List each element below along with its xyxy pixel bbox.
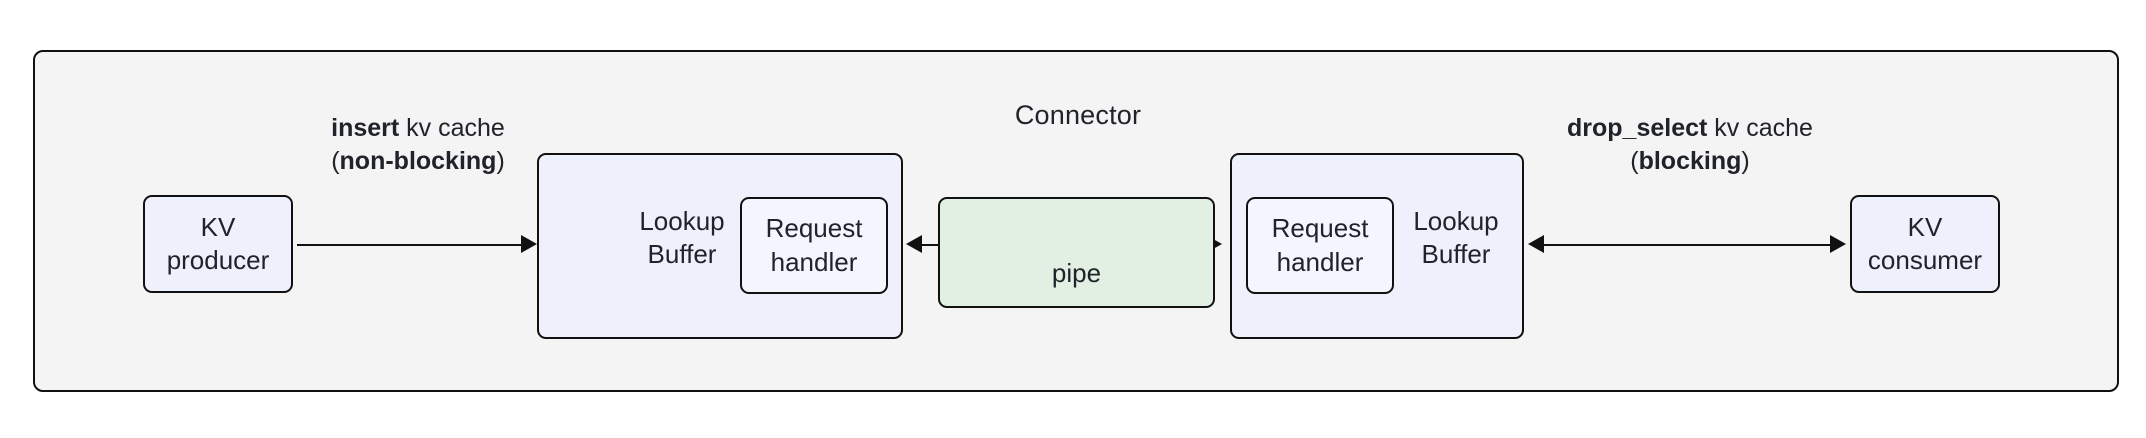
lookup-buffer-left-label: Lookup Buffer bbox=[639, 206, 725, 270]
request-handler-left-node: Request handler bbox=[740, 197, 888, 294]
insert-object-label: kv cache bbox=[399, 114, 505, 142]
insert-edge-label: insert kv cache (non-blocking) bbox=[295, 112, 541, 178]
drop-select-arrow-head-left-icon bbox=[1528, 235, 1544, 253]
pipe-node: pipe bbox=[938, 197, 1215, 308]
drop-select-paren-open: ( bbox=[1630, 147, 1639, 175]
drop-select-mode-label: blocking bbox=[1638, 147, 1742, 175]
request-handler-right-node: Request handler bbox=[1246, 197, 1394, 294]
kv-consumer-node: KV consumer bbox=[1850, 195, 2000, 293]
drop-select-object-label: kv cache bbox=[1707, 114, 1813, 142]
insert-arrow-head-icon bbox=[521, 235, 537, 253]
pipe-arrow-head-left-icon bbox=[906, 235, 922, 253]
drop-select-arrow-line bbox=[1542, 244, 1832, 246]
insert-paren-open: ( bbox=[331, 147, 340, 175]
drop-select-arrow-head-right-icon bbox=[1830, 235, 1846, 253]
lookup-buffer-left-node: Lookup Buffer Request handler bbox=[537, 153, 903, 339]
kv-producer-label: KV producer bbox=[166, 211, 270, 275]
insert-arrow-line bbox=[297, 244, 523, 246]
drop-select-edge-label: drop_select kv cache (blocking) bbox=[1530, 112, 1850, 178]
insert-op-label: insert bbox=[331, 114, 400, 142]
kv-consumer-label: KV consumer bbox=[1867, 211, 1983, 275]
insert-paren-close: ) bbox=[496, 147, 505, 175]
kv-producer-node: KV producer bbox=[143, 195, 293, 293]
drop-select-paren-close: ) bbox=[1741, 147, 1750, 175]
connector-title: Connector bbox=[1014, 100, 1142, 130]
pipe-label: pipe bbox=[1051, 257, 1102, 288]
lookup-buffer-right-label: Lookup Buffer bbox=[1413, 206, 1499, 270]
drop-select-op-label: drop_select bbox=[1567, 114, 1708, 142]
insert-mode-label: non-blocking bbox=[339, 147, 497, 175]
lookup-buffer-right-node: Request handler Lookup Buffer bbox=[1230, 153, 1524, 339]
